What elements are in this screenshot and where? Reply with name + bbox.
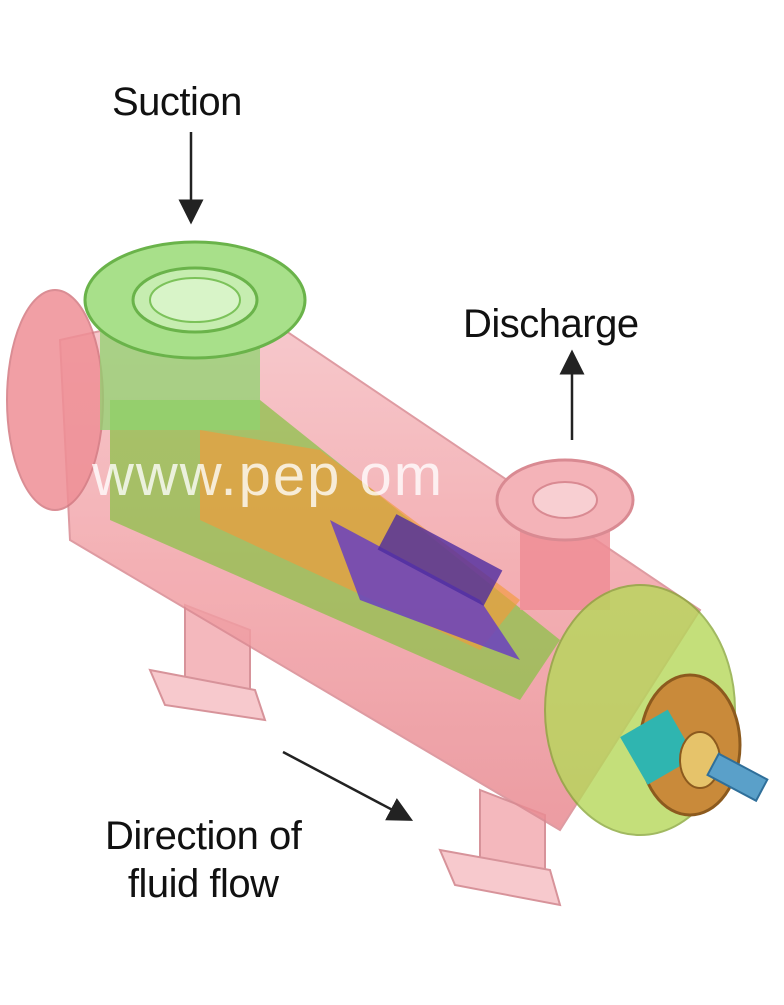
drive-end <box>545 585 767 835</box>
flow-direction-arrow <box>283 752 402 815</box>
discharge-label: Discharge <box>463 302 639 347</box>
flow-label-line2: fluid flow <box>105 860 301 908</box>
suction-label: Suction <box>112 80 242 125</box>
watermark: www.pep om <box>92 442 444 509</box>
flow-direction-label: Direction of fluid flow <box>105 812 301 908</box>
flow-label-line1: Direction of <box>105 812 301 860</box>
